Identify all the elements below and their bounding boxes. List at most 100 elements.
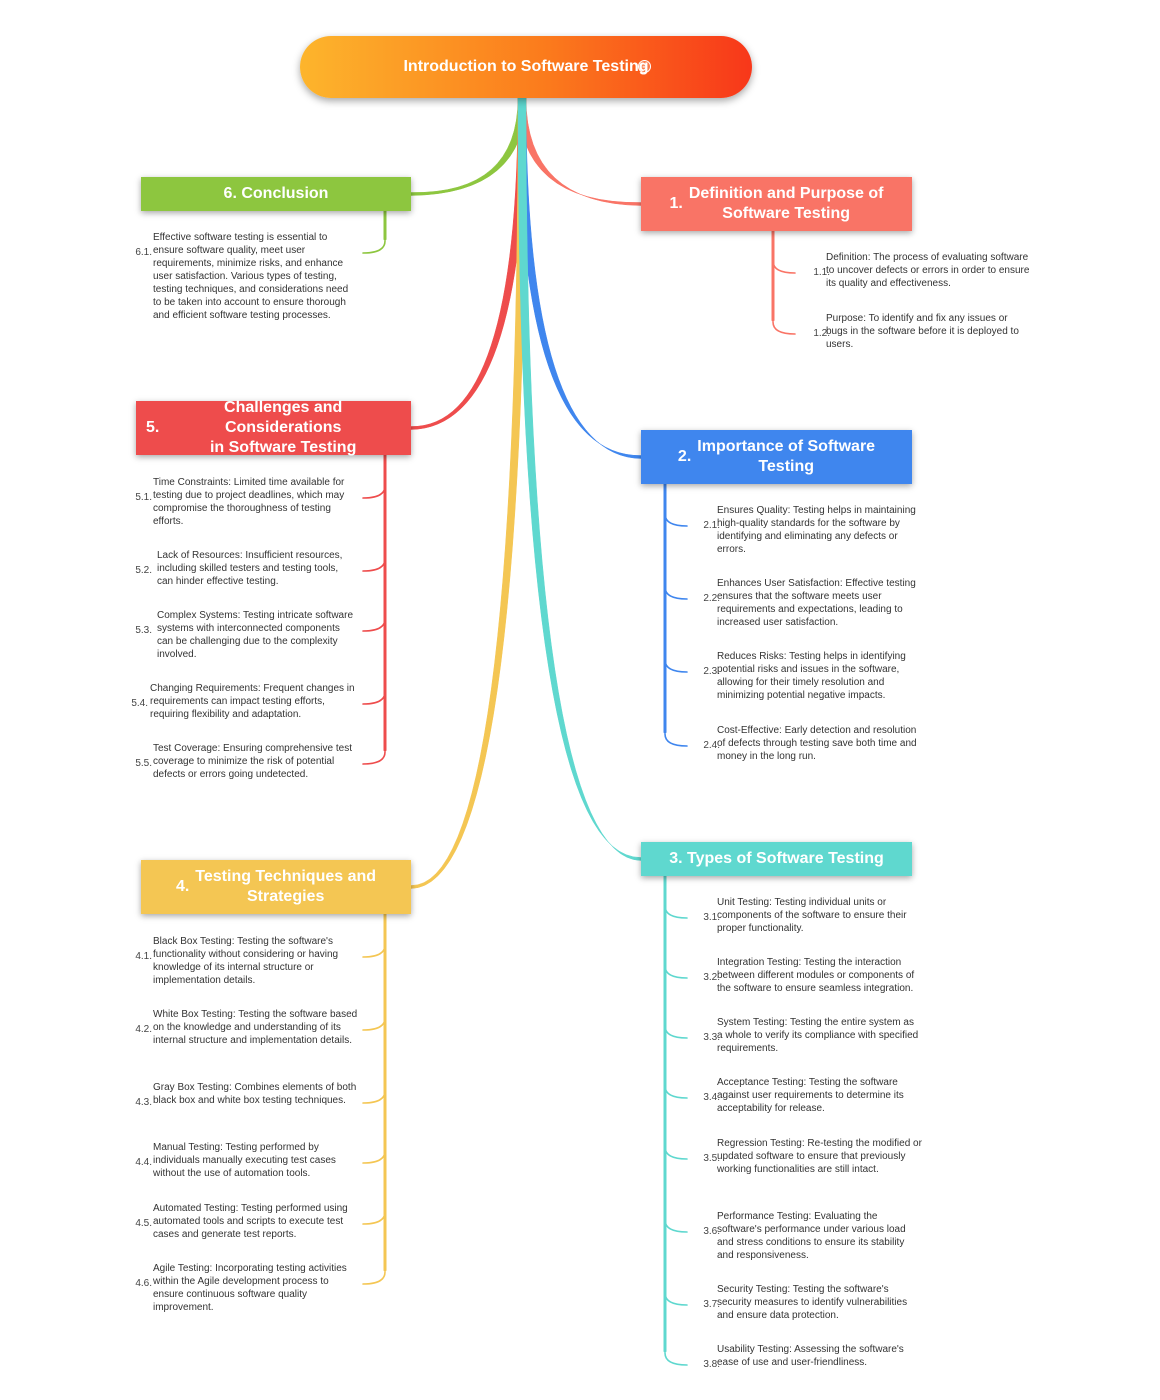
leaf-number: 6.1. [135,247,152,258]
leaf-text[interactable]: Time Constraints: Limited time available… [153,477,345,527]
leaf-number: 4.4. [135,1157,152,1168]
branch-title: Testing Techniques and Strategies [195,868,377,905]
hook-types [664,1292,688,1306]
hook-types [664,1146,688,1160]
branch-challenges[interactable]: 5. Challenges and Considerations in Softw… [136,399,411,456]
leaf-number: 4.6. [135,1278,152,1289]
hook-techniques [362,1271,386,1285]
leaf-text[interactable]: Ensures Quality: Testing helps in mainta… [717,505,916,555]
leaf-number: 2.3. [703,666,720,677]
branch-title: 6. Conclusion [223,185,329,202]
leaf-number: 2.1. [703,520,720,531]
leaf-number: 5.2. [135,565,152,576]
branch-number: 2. [677,448,692,465]
leaf-number: 4.1. [135,951,152,962]
branch-number: 1. [669,195,683,212]
leaf-number: 5.1. [135,492,152,503]
leaf-number: 3.1. [703,912,720,923]
root-title: Introduction to Software Testing [403,58,649,75]
leaf-number: 5.3. [135,625,152,636]
hook-importance [664,586,688,600]
branch-title: 3. Types of Software Testing [669,850,884,867]
leaf-number: 3.5. [703,1153,720,1164]
leaf-text[interactable]: Unit Testing: Testing individual units o… [717,897,907,934]
hook-types [664,1219,688,1233]
connector-techniques [410,97,527,889]
hook-techniques [362,944,386,958]
leaf-number: 2.4. [703,740,720,751]
connector-types [517,97,642,861]
hook-techniques [362,1017,386,1031]
branch-title: Definition and Purpose of Software Testi… [688,185,884,222]
hook-definition [772,321,796,335]
hook-challenges [362,691,386,705]
hook-challenges [362,751,386,765]
branch-importance[interactable]: 2. Importance of Software Testing [641,430,912,484]
leaf-number: 1.1. [813,267,830,278]
root-topic[interactable]: Introduction to Software Testing [300,36,752,98]
hook-techniques [362,1090,386,1104]
leaf-text[interactable]: Effective software testing is essential … [153,232,349,321]
leaf-text[interactable]: System Testing: Testing the entire syste… [717,1017,919,1054]
hook-types [664,1352,688,1366]
connector-definition [517,97,642,206]
leaf-number: 3.3. [703,1032,720,1043]
note-icon[interactable]: ≡ [638,60,651,73]
branch-title: Challenges and Considerations in Softwar… [209,399,357,456]
hook-types [664,1085,688,1099]
leaf-text[interactable]: Definition: The process of evaluating so… [826,252,1030,289]
branch-title: Importance of Software Testing [697,438,876,475]
hook-types [664,1025,688,1039]
hook-types [664,905,688,919]
leaf-text[interactable]: Agile Testing: Incorporating testing act… [153,1263,347,1313]
leaf-text[interactable]: Complex Systems: Testing intricate softw… [157,610,354,660]
leaf-text[interactable]: Purpose: To identify and fix any issues … [826,313,1019,350]
leaf-number: 4.5. [135,1218,152,1229]
leaf-text[interactable]: Acceptance Testing: Testing the software… [717,1077,904,1114]
hook-conclusion [362,240,386,254]
leaf-number: 3.6. [703,1226,720,1237]
hook-challenges [362,618,386,632]
leaf-text[interactable]: Usability Testing: Assessing the softwar… [717,1344,904,1368]
leaf-text[interactable]: Test Coverage: Ensuring comprehensive te… [153,743,352,780]
leaf-text[interactable]: Reduces Risks: Testing helps in identify… [717,651,906,701]
leaf-text[interactable]: Cost-Effective: Early detection and reso… [717,725,917,762]
hook-importance [664,659,688,673]
branch-conclusion[interactable]: 6. Conclusion [141,177,411,211]
leaf-number: 2.2. [703,593,720,604]
leaf-text[interactable]: Integration Testing: Testing the interac… [717,957,915,994]
leaf-text[interactable]: Automated Testing: Testing performed usi… [153,1203,348,1240]
hook-challenges [362,558,386,572]
leaf-number: 4.3. [135,1097,152,1108]
connector-conclusion [410,97,527,196]
leaf-number: 3.8. [703,1359,720,1370]
branch-types[interactable]: 3. Types of Software Testing [641,842,912,876]
leaf-text[interactable]: White Box Testing: Testing the software … [153,1009,358,1046]
leaf-number: 5.4. [131,698,148,709]
hook-types [664,965,688,979]
hook-definition [772,260,796,274]
leaf-text[interactable]: Enhances User Satisfaction: Effective te… [717,578,916,628]
hook-techniques [362,1211,386,1225]
leaf-number: 1.2. [813,328,830,339]
branch-number: 5. [146,419,160,436]
leaf-number: 4.2. [135,1024,152,1035]
leaf-number: 5.5. [135,758,152,769]
hook-challenges [362,485,386,499]
hook-importance [664,733,688,747]
leaf-text[interactable]: Manual Testing: Testing performed by ind… [153,1142,336,1179]
leaf-text[interactable]: Black Box Testing: Testing the software'… [153,936,339,986]
leaf-text[interactable]: Changing Requirements: Frequent changes … [150,683,355,720]
hook-techniques [362,1150,386,1164]
branch-techniques[interactable]: 4. Testing Techniques and Strategies [141,860,411,914]
leaf-text[interactable]: Regression Testing: Re-testing the modif… [717,1138,922,1175]
leaf-text[interactable]: Gray Box Testing: Combines elements of b… [153,1082,357,1106]
branch-definition[interactable]: 1. Definition and Purpose of Software Tes… [641,177,912,231]
leaf-number: 3.7. [703,1299,720,1310]
leaf-text[interactable]: Security Testing: Testing the software's… [717,1284,908,1321]
branch-number: 4. [175,878,190,895]
leaf-text[interactable]: Performance Testing: Evaluating the soft… [717,1211,906,1261]
leaf-text[interactable]: Lack of Resources: Insufficient resource… [157,550,343,587]
leaf-number: 3.4. [703,1092,720,1103]
